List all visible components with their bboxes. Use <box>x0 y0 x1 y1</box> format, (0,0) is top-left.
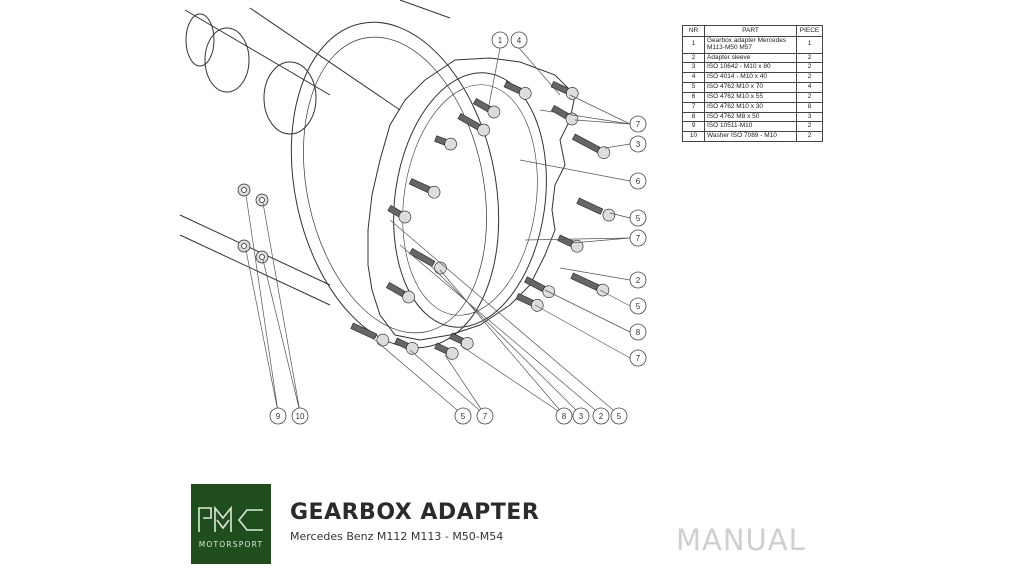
callout-bubble: 2 <box>629 271 647 289</box>
document-type-label: MANUAL <box>676 523 806 557</box>
logo-subtitle: MOTORSPORT <box>198 540 264 549</box>
svg-text:8: 8 <box>636 328 641 337</box>
cylinder-bore <box>204 27 250 93</box>
svg-text:1: 1 <box>498 36 503 45</box>
svg-text:5: 5 <box>636 214 641 223</box>
callout-bubble: 7 <box>476 407 494 425</box>
svg-text:8: 8 <box>562 412 567 421</box>
svg-text:6: 6 <box>636 177 641 186</box>
callout-bubble: 8 <box>555 407 573 425</box>
svg-text:5: 5 <box>461 412 466 421</box>
callout-bubble: 5 <box>629 297 647 315</box>
parts-table-header: NR PART PIECE <box>682 25 823 37</box>
svg-text:7: 7 <box>636 234 641 243</box>
callout-bubble: 6 <box>629 172 647 190</box>
callout-bubble: 9 <box>269 407 287 425</box>
svg-text:3: 3 <box>636 140 641 149</box>
pmc-motorsport-logo: MOTORSPORT <box>191 484 271 564</box>
bolt-group <box>350 80 616 360</box>
svg-text:3: 3 <box>579 412 584 421</box>
callout-bubble: 5 <box>454 407 472 425</box>
callout-bubble: 5 <box>610 407 628 425</box>
svg-text:2: 2 <box>599 412 604 421</box>
pmc-logo-mark <box>198 505 263 532</box>
callout-bubble: 5 <box>629 209 647 227</box>
bell-housing <box>290 21 500 349</box>
callout-bubble: 1 <box>491 31 509 49</box>
svg-text:7: 7 <box>636 120 641 129</box>
svg-text:10: 10 <box>296 412 305 421</box>
svg-text:4: 4 <box>517 36 522 45</box>
callout-bubble: 3 <box>572 407 590 425</box>
callout-bubble: 10 <box>291 407 309 425</box>
callout-bubble: 2 <box>592 407 610 425</box>
callout-bubble: 7 <box>629 349 647 367</box>
adapter-plate <box>367 57 576 341</box>
leader-lines <box>245 47 631 416</box>
callout-bubble: 7 <box>629 229 647 247</box>
svg-text:7: 7 <box>636 354 641 363</box>
adapter-bore <box>393 72 547 328</box>
page-title: GEARBOX ADAPTER <box>290 500 540 525</box>
cylinder-bore <box>263 61 317 135</box>
svg-text:2: 2 <box>636 276 641 285</box>
header-nr: NR <box>682 25 705 37</box>
callout-bubble: 3 <box>629 135 647 153</box>
engine-block-outline <box>179 7 401 306</box>
callout-bubble: 8 <box>629 323 647 341</box>
page-subtitle: Mercedes Benz M112 M113 - M50-M54 <box>290 530 504 543</box>
svg-text:9: 9 <box>276 412 281 421</box>
svg-text:5: 5 <box>636 302 641 311</box>
svg-text:5: 5 <box>617 412 622 421</box>
header-piece: PIECE <box>796 25 823 37</box>
header-part: PART <box>704 25 797 37</box>
svg-text:7: 7 <box>483 412 488 421</box>
callout-bubble: 4 <box>510 31 528 49</box>
callout-bubble: 7 <box>629 115 647 133</box>
